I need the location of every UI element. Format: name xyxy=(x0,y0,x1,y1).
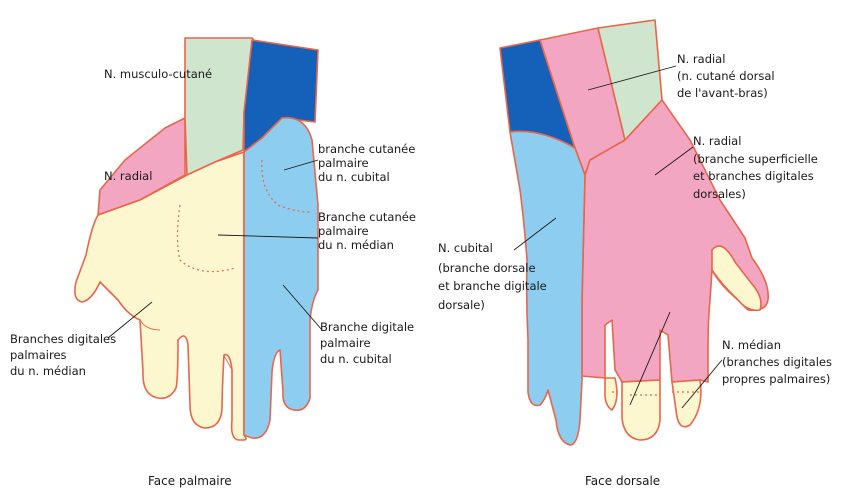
label-cub-dig-3: du n. cubital xyxy=(320,352,392,366)
label-med-dig-2: palmaires xyxy=(10,348,67,362)
label-med-palm-1: Branche cutanée xyxy=(318,210,416,224)
label-cubital-2: (branche dorsale xyxy=(438,261,536,275)
label-med-palm-2: palmaire xyxy=(318,224,369,238)
label-cub-palm-1: branche cutanée xyxy=(318,142,415,156)
dorsal-median-tip-ring xyxy=(605,378,617,410)
palmar-ulnar-region xyxy=(244,118,318,439)
label-cubital-1: N. cubital xyxy=(438,241,493,255)
label-radial-sup-4: dorsales) xyxy=(693,187,746,201)
dorsal-median-tip-index xyxy=(622,380,660,440)
label-musculo-cutane: N. musculo-cutané xyxy=(104,67,212,81)
label-radial-sup-3: et branches digitales xyxy=(693,169,814,183)
label-cub-palm-3: du n. cubital xyxy=(318,170,390,184)
label-cubital-3: et branche digitale xyxy=(438,279,547,293)
label-palmar-radial: N. radial xyxy=(104,169,152,183)
caption-face-palmaire: Face palmaire xyxy=(148,474,232,488)
label-median-2: (branches digitales xyxy=(722,355,832,369)
label-radial-fore-1: N. radial xyxy=(677,52,725,66)
label-cub-dig-1: Branche digitale xyxy=(320,320,414,334)
palmar-hand xyxy=(75,38,318,440)
label-cub-dig-2: palmaire xyxy=(320,336,371,350)
label-med-dig-3: du n. médian xyxy=(10,364,86,378)
label-radial-fore-3: de l'avant-bras) xyxy=(677,86,768,100)
label-cubital-4: dorsale) xyxy=(438,298,485,312)
label-cub-palm-2: palmaire xyxy=(318,156,369,170)
label-median-1: N. médian xyxy=(722,338,781,352)
label-med-dig-1: Branches digitales xyxy=(10,332,116,346)
label-radial-fore-2: (n. cutané dorsal xyxy=(677,69,775,83)
label-median-3: propres palmaires) xyxy=(722,372,830,386)
label-radial-sup-1: N. radial xyxy=(693,134,741,148)
label-radial-sup-2: (branche superficielle xyxy=(693,152,818,166)
label-med-palm-3: du n. médian xyxy=(318,238,394,252)
caption-face-dorsale: Face dorsale xyxy=(585,474,660,488)
